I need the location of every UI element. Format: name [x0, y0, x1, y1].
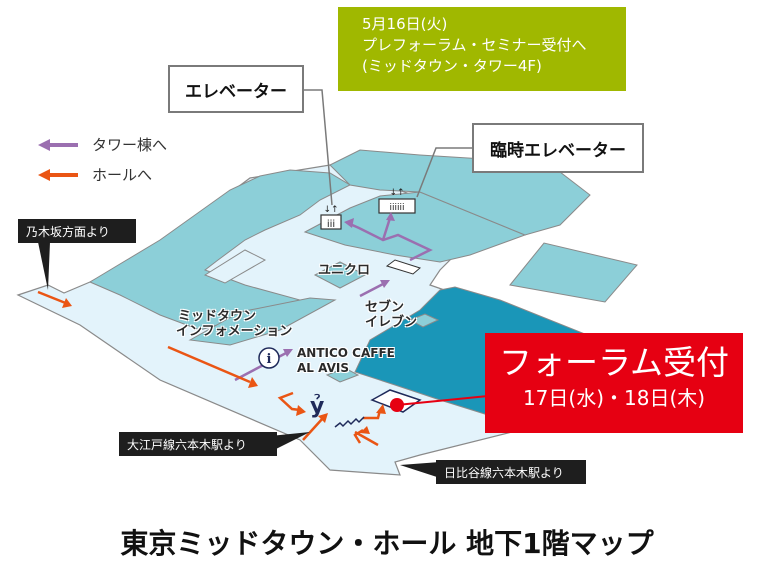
temp-elevator-leader-line — [416, 147, 472, 198]
info-label-line1: ミッドタウン — [178, 309, 257, 324]
building-cutout — [203, 249, 267, 284]
oedo-pointer — [270, 432, 310, 452]
cafe-label-line2: AL AVIS — [297, 361, 349, 375]
forum-reception-box: フォーラム受付 17日(水)・18日(木) — [485, 333, 743, 433]
notice-text: プレフォーラム・セミナー受付へ — [362, 36, 587, 54]
forum-dates: 17日(水)・18日(木) — [522, 386, 706, 410]
reception-leader-line — [396, 395, 489, 406]
forum-title: フォーラム受付 — [498, 343, 729, 382]
legend-hall-label: ホールへ — [92, 166, 153, 184]
building-block-east — [509, 242, 638, 303]
building-block-west — [88, 169, 352, 331]
hibiya-pointer — [400, 462, 440, 478]
hall-route-arrows — [37, 290, 382, 447]
orange-arrow-icon — [38, 168, 78, 181]
stairs-icon — [334, 416, 365, 428]
cafe-label-line1: ANTICO CAFFE — [297, 346, 395, 360]
map-title: 東京ミッドタウン・ホール 地下1階マップ — [120, 527, 654, 560]
svg-text:iiiiii: iiiiii — [389, 203, 404, 213]
purple-arrow-icon — [38, 138, 78, 151]
notice-location: (ミッドタウン・タワー4F) — [362, 57, 542, 75]
entrance-hibiya-line: 日比谷線六本木駅より — [436, 460, 586, 484]
temporary-elevator-icon: iiiiii ↓↑ — [378, 188, 416, 214]
svg-text:iii: iii — [327, 219, 335, 230]
uniqlo-block — [313, 261, 367, 289]
legend-tower-label: タワー棟へ — [92, 136, 168, 154]
uniqlo-label: ユニクロ — [318, 263, 371, 278]
elevator-icon: iii ↓↑ — [320, 205, 342, 230]
seven-eleven-block — [408, 313, 440, 328]
nogizaka-pointer — [38, 242, 50, 290]
info-label-line2: インフォメーション — [176, 324, 293, 339]
info-block — [188, 297, 337, 346]
svg-text:↓↑: ↓↑ — [323, 205, 338, 215]
building-block-north — [303, 191, 527, 263]
legend-tower: タワー棟へ — [38, 134, 167, 155]
entrance-nogizaka: 乃木坂方面より — [18, 219, 136, 243]
temporary-elevator-callout: 臨時エレベーター — [472, 123, 644, 173]
entrance-oedo-line: 大江戸線六本木駅より — [119, 432, 277, 456]
svg-text:ỷ: ỷ — [310, 394, 324, 419]
information-icon — [258, 347, 280, 369]
passage-marker — [385, 259, 422, 275]
seven-eleven-label-line1: セブン — [365, 300, 405, 315]
elevator-callout: エレベーター — [168, 65, 304, 113]
svg-text:i: i — [267, 352, 272, 367]
elevator-leader-line — [304, 89, 333, 206]
legend-hall: ホールへ — [38, 164, 152, 185]
pre-forum-notice: 5月16日(火) プレフォーラム・セミナー受付へ (ミッドタウン・タワー4F) — [338, 7, 626, 91]
notice-date: 5月16日(火) — [362, 15, 448, 33]
seven-eleven-label-line2: イレブン — [365, 315, 418, 330]
escalator-icon: ỷ — [310, 394, 324, 419]
svg-text:↓↑: ↓↑ — [389, 188, 404, 198]
cafe-block — [325, 367, 360, 383]
